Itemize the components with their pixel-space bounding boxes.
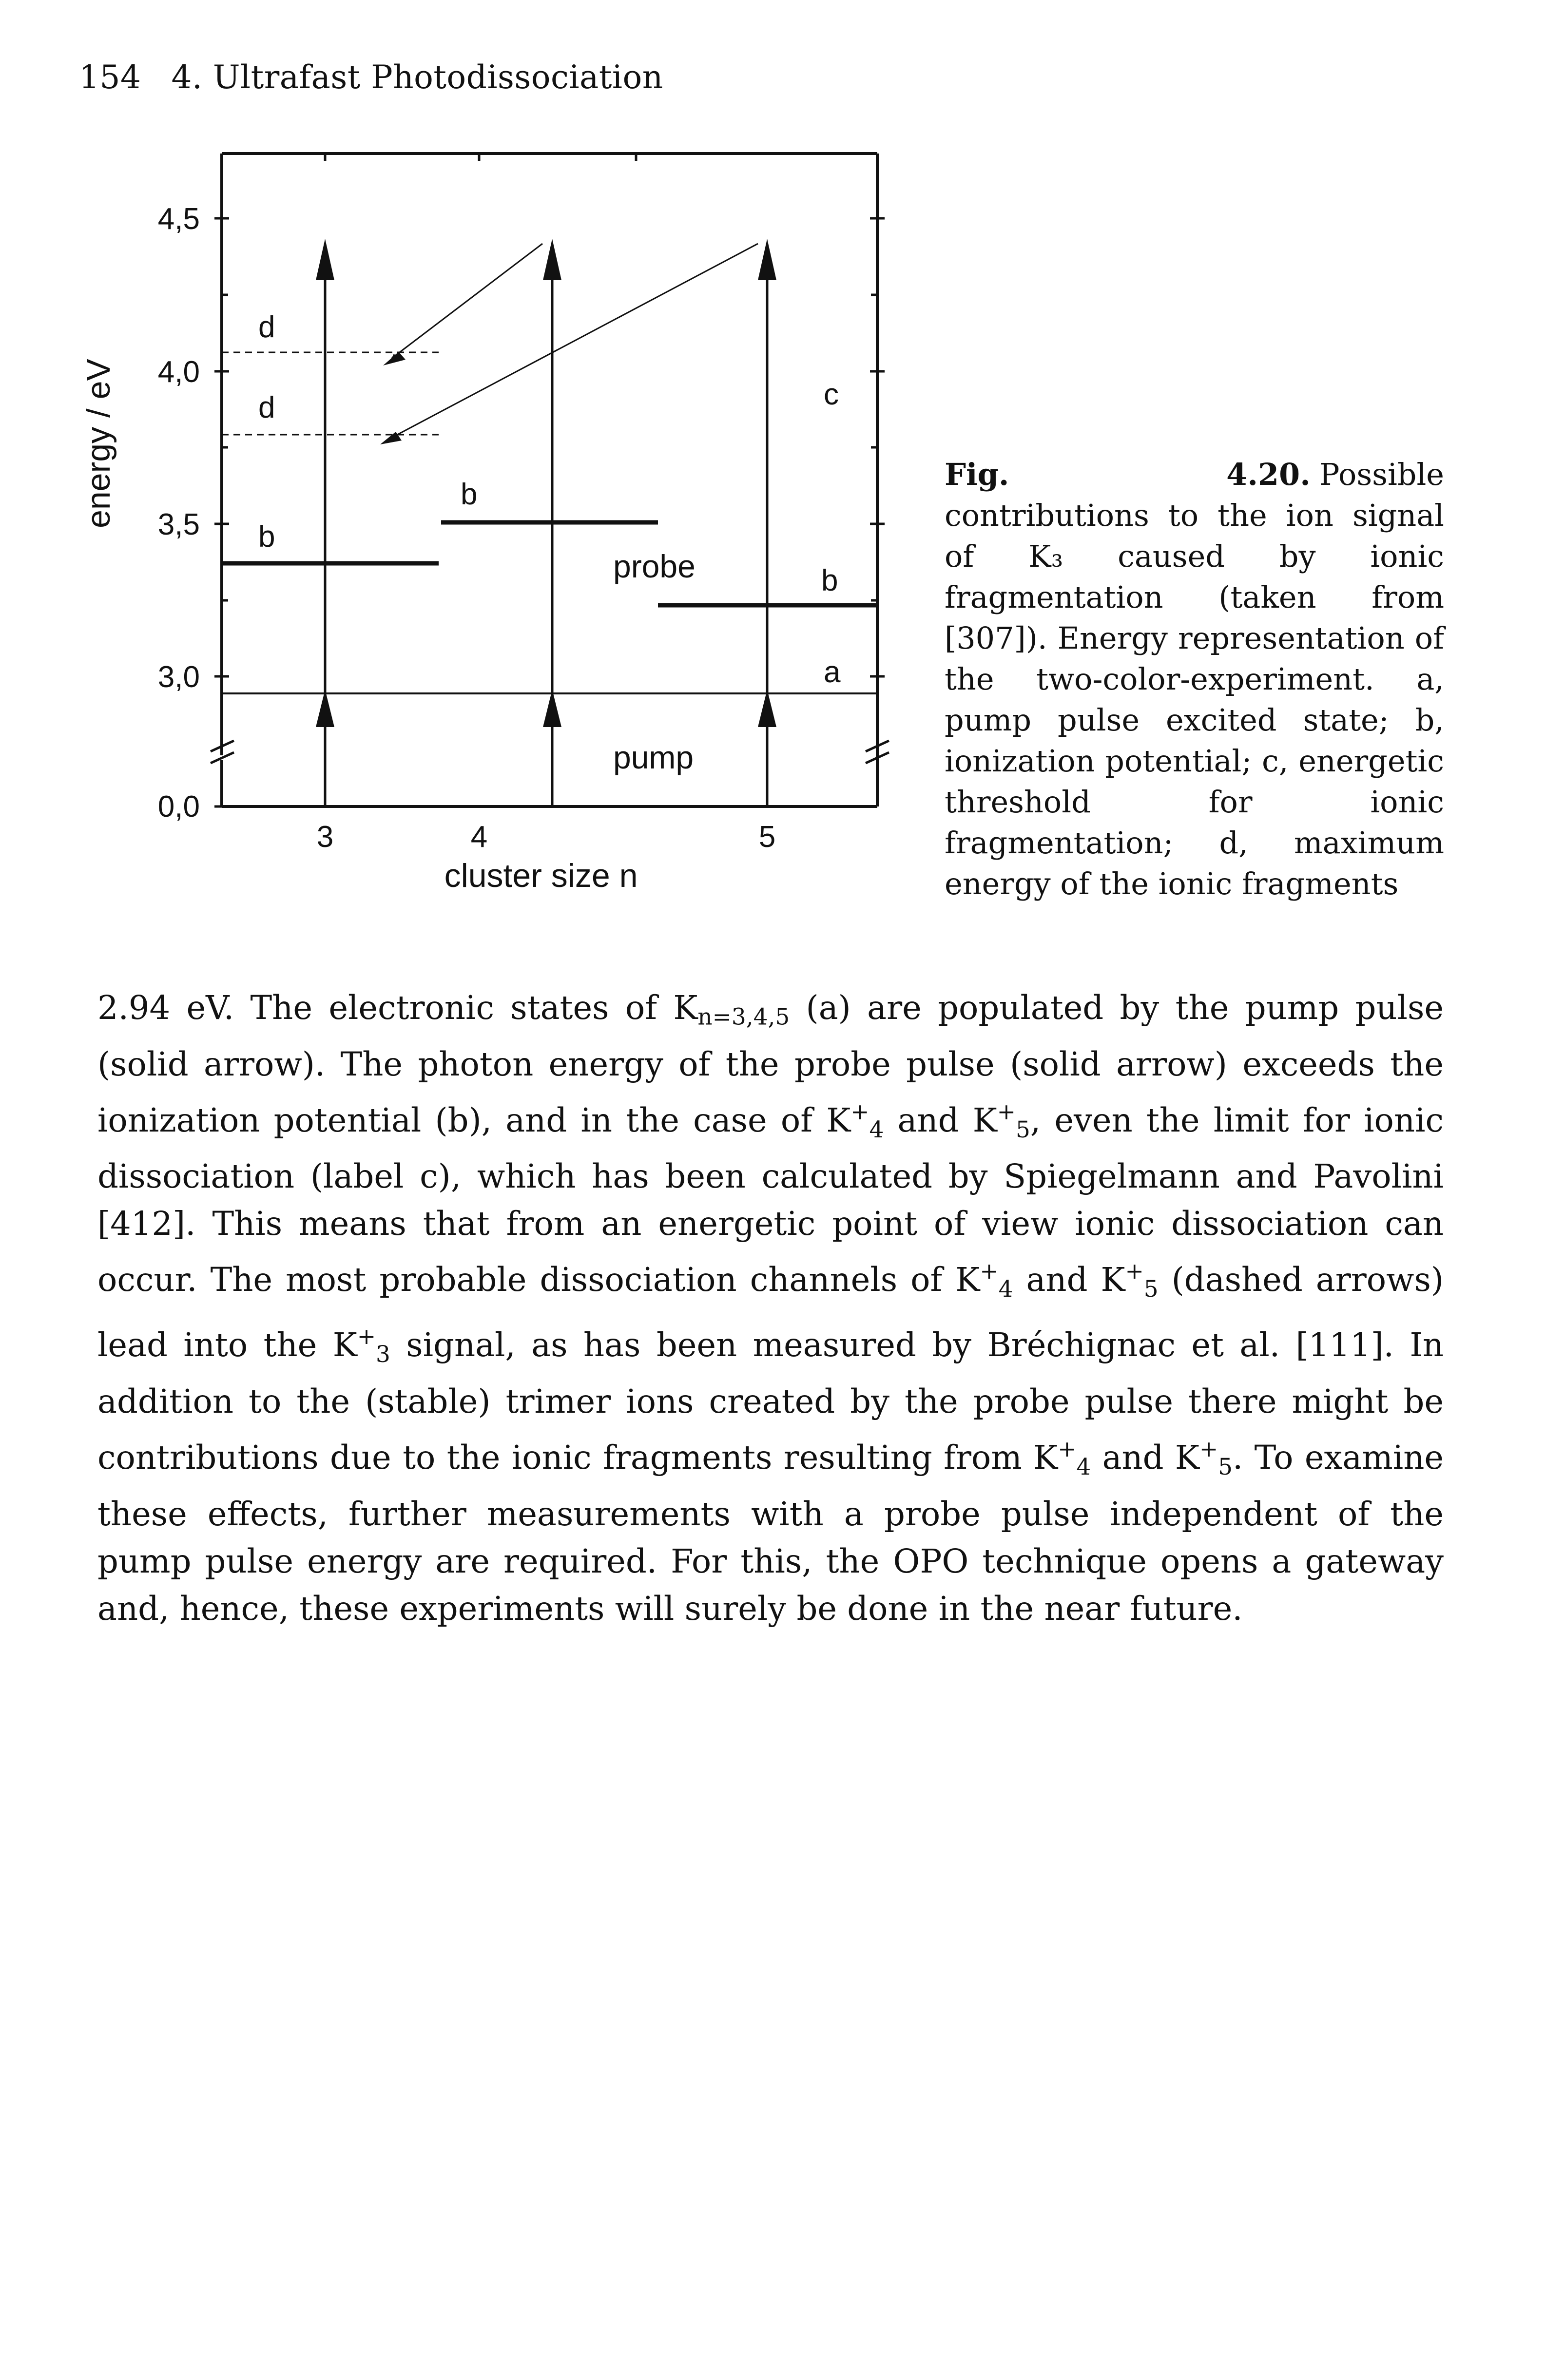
x-axis-label: cluster size n xyxy=(444,857,638,894)
y-axis-label: energy / eV xyxy=(80,358,117,528)
x-tick-label: 3 xyxy=(317,820,333,854)
pump-label: pump xyxy=(613,739,694,775)
arrowhead xyxy=(316,690,334,727)
axis-break-right xyxy=(865,739,890,765)
superscript: + xyxy=(850,1098,870,1125)
label-a: a xyxy=(824,655,841,689)
y-tick-label: 0,0 xyxy=(158,790,200,824)
label-d-lower: d xyxy=(258,391,275,424)
subscript: 4 xyxy=(998,1276,1013,1303)
x-tick-label: 5 xyxy=(759,820,775,854)
arrowhead xyxy=(758,239,776,280)
subscript: 5 xyxy=(1218,1453,1233,1480)
label-b-n5: b xyxy=(821,564,838,597)
body-text: 2.94 eV. The electronic states of Kn=3,4… xyxy=(97,984,1444,1632)
y-tick-label: 3,5 xyxy=(158,508,200,541)
subscript: n=3,4,5 xyxy=(697,1003,790,1031)
subscript: 4 xyxy=(869,1116,884,1143)
dissociation-arrow-n4 xyxy=(391,243,543,359)
figure-caption: Fig. 4.20.Possible contributions to the … xyxy=(945,454,1444,904)
caption-label: Fig. 4.20. xyxy=(945,457,1311,492)
chapter-title: 4. Ultrafast Photodissociation xyxy=(171,58,663,96)
arrowhead xyxy=(380,432,402,444)
subscript: 4 xyxy=(1076,1453,1091,1480)
text-run: signal, as has been measured by Bréchign… xyxy=(97,1326,1444,1477)
arrowhead xyxy=(543,239,561,280)
caption-text: Possible contributions to the ion signal… xyxy=(945,457,1444,902)
superscript: + xyxy=(980,1258,999,1285)
y-ticks-left xyxy=(214,217,229,808)
superscript: + xyxy=(357,1324,376,1350)
page-number: 154 xyxy=(79,58,141,96)
text-run: . To examine these effects, further meas… xyxy=(97,1439,1444,1628)
label-b-n4: b xyxy=(461,478,477,511)
arrowhead xyxy=(758,690,776,727)
arrowhead xyxy=(383,352,406,365)
arrowhead xyxy=(316,239,334,280)
superscript: + xyxy=(1125,1258,1144,1285)
probe-label: probe xyxy=(613,548,696,584)
subscript: 5 xyxy=(1015,1116,1030,1143)
text-run: and K xyxy=(1091,1439,1199,1477)
paragraph: 2.94 eV. The electronic states of Kn=3,4… xyxy=(97,984,1444,1632)
label-c-n5: c xyxy=(824,378,839,411)
arrowhead xyxy=(543,690,561,727)
y-tick-label: 3,0 xyxy=(158,660,200,694)
dissociation-arrow-n5 xyxy=(389,243,758,440)
figure-energy-diagram: 4,5 4,0 3,5 3,0 0,0 energy / eV 3 4 5 cl… xyxy=(73,127,902,938)
subscript: 3 xyxy=(375,1341,390,1368)
y-ticks-right xyxy=(870,217,885,678)
x-tick-label: 4 xyxy=(471,820,487,854)
y-tick-label: 4,0 xyxy=(158,355,200,389)
text-run: 2.94 eV. The electronic states of K xyxy=(97,989,698,1027)
subscript: 5 xyxy=(1143,1276,1159,1303)
label-b-n3: b xyxy=(258,520,275,554)
y-tick-label: 4,5 xyxy=(158,202,200,236)
x-ticks-top xyxy=(324,154,638,161)
superscript: + xyxy=(1199,1436,1218,1462)
text-run: (dashed arrows) lead into the K xyxy=(97,1261,1444,1364)
text-run: and K xyxy=(884,1101,997,1139)
text-run: and K xyxy=(1013,1261,1125,1299)
text-run: , even the limit for ionic dissociation … xyxy=(97,1101,1444,1299)
running-head: 154 4. Ultrafast Photodissociation xyxy=(79,58,663,96)
energy-diagram-svg: 4,5 4,0 3,5 3,0 0,0 energy / eV 3 4 5 cl… xyxy=(80,152,890,894)
superscript: + xyxy=(997,1098,1016,1125)
label-d-upper: d xyxy=(258,310,275,344)
superscript: + xyxy=(1058,1436,1077,1462)
text-run: (a) are populated by the pump pulse (sol… xyxy=(97,989,1444,1139)
axis-break-left xyxy=(210,739,235,765)
